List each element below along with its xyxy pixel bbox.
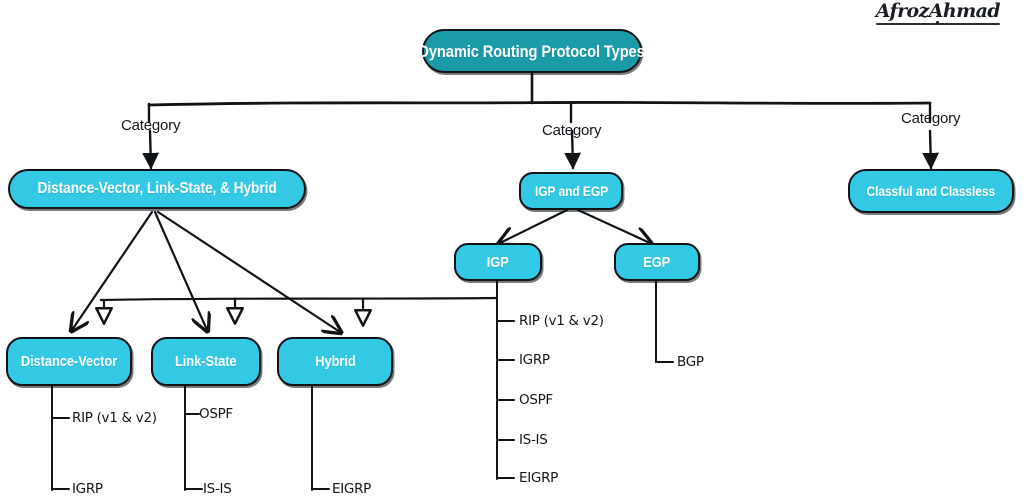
node-distance-vector-label: Distance-Vector	[20, 353, 118, 370]
node-link-state-label: Link-State	[175, 353, 237, 370]
edge-top-bar	[147, 100, 932, 107]
node-egp[interactable]: EGP	[614, 243, 700, 281]
leaf-egp-protocol-1: BGP	[677, 354, 704, 370]
leaf-link-state-protocol-2: IS-IS	[203, 481, 232, 497]
edge-left-to-link-state	[153, 210, 207, 330]
watermark-dot	[936, 21, 940, 24]
leaf-igp-protocol-3: OSPF	[519, 392, 553, 408]
edge-igpegp-to-igp	[500, 208, 569, 243]
leaf-link-state-protocol-1: OSPF	[199, 406, 233, 422]
edge-label-category-left: Category	[121, 117, 181, 134]
leaf-distance-vector-protocol-1: RIP (v1 & v2)	[72, 410, 157, 426]
node-root[interactable]: Dynamic Routing Protocol Types	[418, 29, 646, 73]
edge-left-to-hybrid	[156, 210, 340, 332]
leaf-distance-vector-protocol-2: IGRP	[72, 481, 103, 497]
node-category-distance-link-hybrid-label: Distance-Vector, Link-State, & Hybrid	[37, 180, 277, 197]
node-category-igp-and-egp-label: IGP and EGP	[534, 183, 608, 199]
node-distance-vector[interactable]: Distance-Vector	[6, 337, 132, 386]
node-link-state[interactable]: Link-State	[151, 337, 261, 386]
node-hybrid-label: Hybrid	[314, 353, 356, 370]
node-category-classful-classless-label: Classful and Classless	[866, 183, 996, 199]
leaf-hybrid-protocol-1: EIGRP	[332, 481, 371, 497]
node-category-classful-classless[interactable]: Classful and Classless	[848, 169, 1014, 213]
node-egp-label: EGP	[643, 253, 671, 271]
edge-label-category-right: Category	[901, 110, 961, 127]
node-root-label: Dynamic Routing Protocol Types	[418, 41, 646, 61]
watermark: AfrozAhmad	[875, 0, 1001, 25]
edge-igp-distribution-bar	[99, 296, 499, 302]
watermark-text: AfrozAhmad	[875, 0, 1001, 22]
edge-arrow-right-category	[922, 129, 939, 170]
edge-arrow-left-category	[142, 129, 159, 170]
node-hybrid[interactable]: Hybrid	[277, 337, 393, 386]
node-igp-label: IGP	[487, 253, 509, 271]
edge-left-to-distance-vector	[72, 210, 154, 330]
watermark-underline	[875, 23, 1000, 25]
node-igp[interactable]: IGP	[454, 243, 542, 281]
edge-igpegp-to-egp	[576, 208, 650, 243]
leaf-igp-protocol-2: IGRP	[519, 352, 550, 368]
node-category-igp-and-egp[interactable]: IGP and EGP	[519, 172, 623, 210]
edge-label-category-middle: Category	[542, 122, 602, 139]
leaf-igp-protocol-5: EIGRP	[519, 470, 558, 486]
leaf-igp-protocol-1: RIP (v1 & v2)	[519, 313, 604, 329]
node-category-distance-link-hybrid[interactable]: Distance-Vector, Link-State, & Hybrid	[8, 169, 306, 209]
leaf-igp-protocol-4: IS-IS	[519, 432, 548, 448]
